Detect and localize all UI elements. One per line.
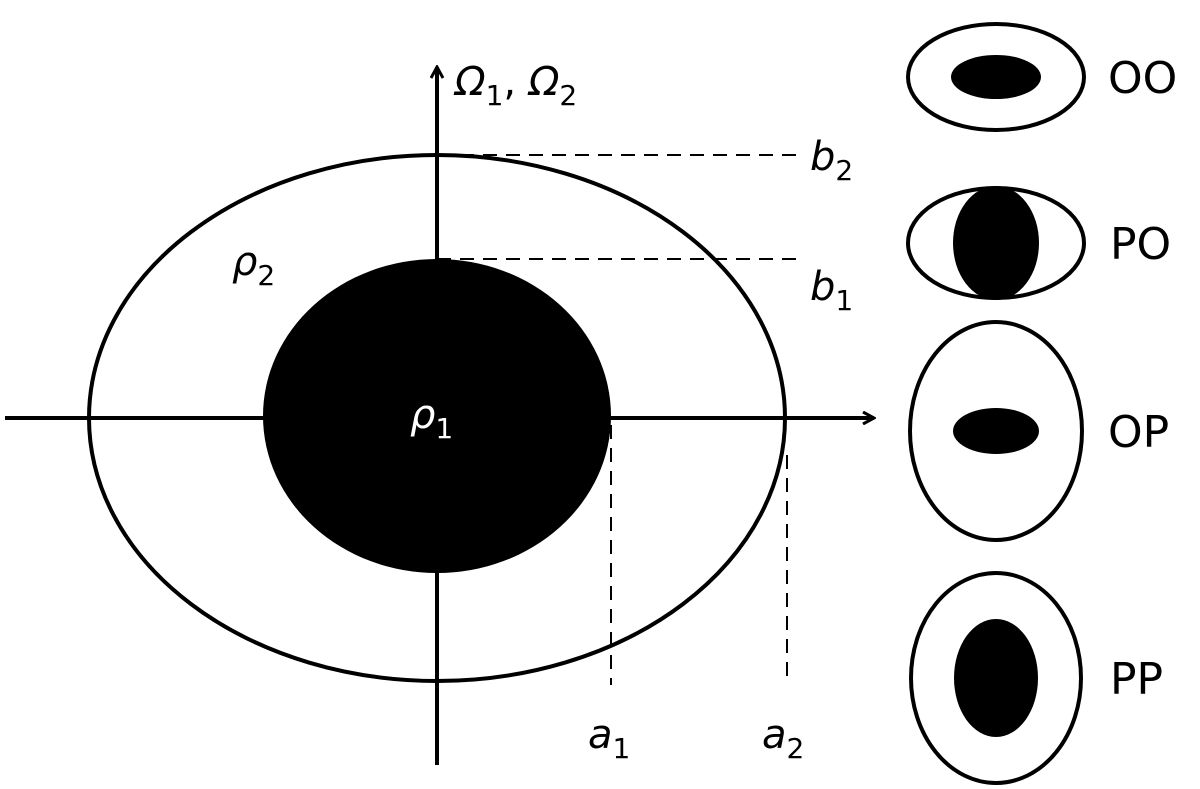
config-label: OO (1108, 53, 1177, 104)
config-oo: OO (906, 22, 1177, 132)
label-a2: a2 (762, 712, 804, 765)
label-rho1: ρ1 (410, 392, 453, 445)
label-b2: b2 (810, 134, 853, 187)
config-po: PO (906, 186, 1171, 300)
config-pp: PP (909, 571, 1163, 785)
config-label: PO (1110, 219, 1171, 270)
label-a1: a1 (588, 712, 630, 765)
label-rho2: ρ2 (232, 239, 275, 292)
config-label: PP (1110, 654, 1163, 705)
vertical-axis-label: Ω1, Ω2 (453, 59, 577, 112)
label-b1: b1 (810, 264, 853, 317)
config-op: OP (908, 320, 1169, 542)
config-label: OP (1108, 407, 1169, 458)
